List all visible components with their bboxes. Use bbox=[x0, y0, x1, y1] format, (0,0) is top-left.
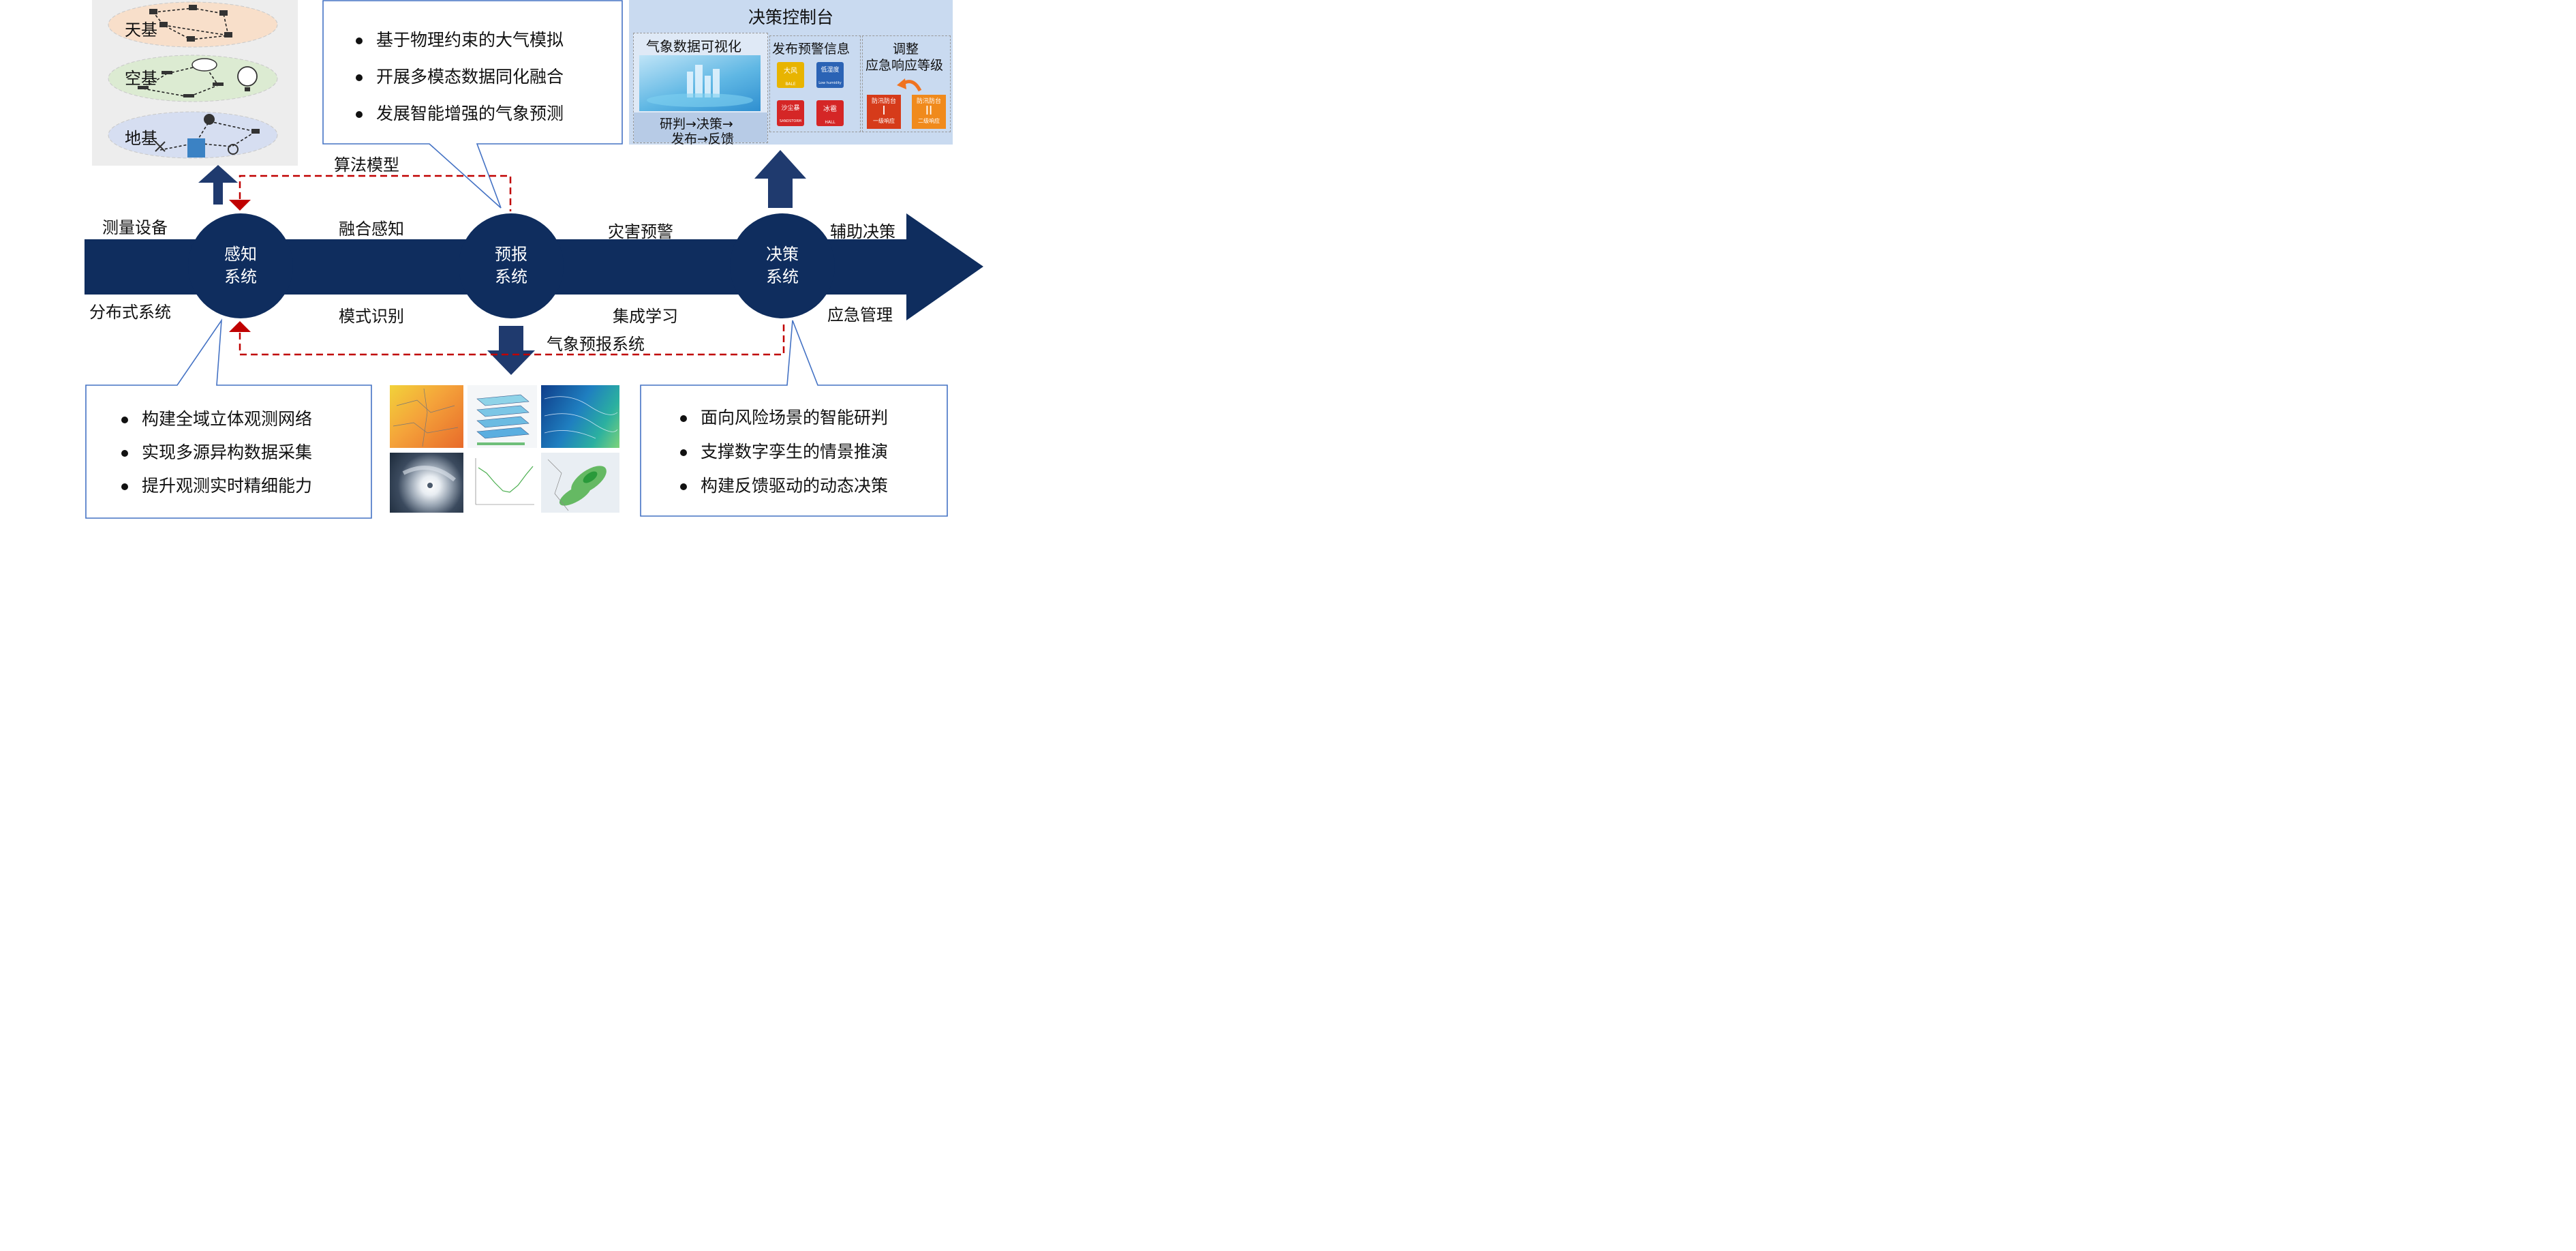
label-pattern: 模式识别 bbox=[339, 307, 404, 326]
label-disaster: 灾害预警 bbox=[608, 222, 673, 241]
layer-label-space: 天基 bbox=[125, 20, 157, 40]
forecast-callout: 基于物理约束的大气模拟 开展多模态数据同化融合 发展智能增强的气象预测 bbox=[356, 22, 564, 132]
flow-line-1: 研判→决策→ bbox=[660, 117, 733, 132]
decision-console: 决策控制台 气象数据可视化 研判→决策→ 发布→反馈 发布预警信息 大风 BAL… bbox=[629, 0, 953, 147]
viz-panel: 气象数据可视化 研判→决策→ 发布→反馈 bbox=[633, 33, 768, 147]
console-title: 决策控制台 bbox=[748, 7, 833, 27]
sensing-item: 实现多源异构数据采集 bbox=[121, 436, 312, 469]
city-visualization bbox=[639, 55, 761, 111]
decision-item: 支撑数字孪生的情景推演 bbox=[680, 435, 888, 469]
response-level-2: 防汛防台 II 二级响应 bbox=[912, 95, 946, 129]
typhoon-satellite-thumbnail bbox=[390, 453, 463, 513]
decision-callout: 面向风险场景的智能研判 支撑数字孪生的情景推演 构建反馈驱动的动态决策 bbox=[680, 401, 888, 503]
warning-title: 发布预警信息 bbox=[772, 42, 850, 57]
adjust-panel: 调整 应急响应等级 防汛防台 I 一级响应 防汛防台 II 二级响应 bbox=[862, 35, 951, 132]
temperature-map-thumbnail bbox=[390, 385, 463, 448]
sensing-callout: 构建全域立体观测网络 实现多源异构数据采集 提升观测实时精细能力 bbox=[121, 402, 312, 502]
badge-sandstorm: 沙尘暴 SANDSTORM bbox=[777, 100, 804, 126]
flow-line-2: 发布→反馈 bbox=[671, 132, 734, 147]
sensing-item: 提升观测实时精细能力 bbox=[121, 469, 312, 502]
layer-label-air: 空基 bbox=[125, 69, 157, 88]
node-sensing: 感知系统 bbox=[224, 245, 257, 286]
forecast-item: 基于物理约束的大气模拟 bbox=[356, 22, 564, 59]
viz-title: 气象数据可视化 bbox=[646, 38, 741, 55]
badge-gale: 大风 BALE bbox=[777, 62, 804, 88]
warning-panel: 发布预警信息 大风 BALE 低湿度 Low humidity 沙尘暴 SAND… bbox=[769, 35, 861, 132]
forecast-item: 开展多模态数据同化融合 bbox=[356, 59, 564, 95]
label-ensemble: 集成学习 bbox=[613, 307, 678, 326]
decision-item: 面向风险场景的智能研判 bbox=[680, 401, 888, 435]
node-forecast: 预报系统 bbox=[495, 245, 527, 286]
label-emergency: 应急管理 bbox=[827, 305, 893, 325]
forecast-item: 发展智能增强的气象预测 bbox=[356, 95, 564, 132]
observation-layers-panel: 天基 空基 地基 bbox=[92, 0, 298, 166]
node-decision: 决策系统 bbox=[766, 245, 799, 286]
label-distributed: 分布式系统 bbox=[89, 303, 171, 322]
label-algorithm: 算法模型 bbox=[334, 155, 399, 175]
line-plot-thumbnail bbox=[467, 453, 537, 513]
adjust-title-1: 调整 bbox=[893, 42, 919, 57]
label-measure: 测量设备 bbox=[102, 218, 168, 237]
response-level-1: 防汛防台 I 一级响应 bbox=[867, 95, 901, 129]
precipitation-map-thumbnail bbox=[541, 453, 619, 513]
pipeline-arrow bbox=[85, 150, 983, 519]
label-fusion: 融合感知 bbox=[339, 220, 404, 239]
badge-low-humidity: 低湿度 Low humidity bbox=[816, 62, 844, 88]
layer-label-ground: 地基 bbox=[125, 129, 157, 148]
adjust-title-2: 应急响应等级 bbox=[865, 58, 944, 73]
label-assist: 辅助决策 bbox=[830, 222, 895, 241]
layered-model-thumbnail bbox=[467, 385, 537, 448]
badge-hail: 冰雹 HALL bbox=[816, 100, 844, 126]
sensing-item: 构建全域立体观测网络 bbox=[121, 402, 312, 436]
label-forecast-system: 气象预报系统 bbox=[547, 335, 645, 354]
decision-item: 构建反馈驱动的动态决策 bbox=[680, 469, 888, 503]
wind-field-thumbnail bbox=[541, 385, 619, 448]
